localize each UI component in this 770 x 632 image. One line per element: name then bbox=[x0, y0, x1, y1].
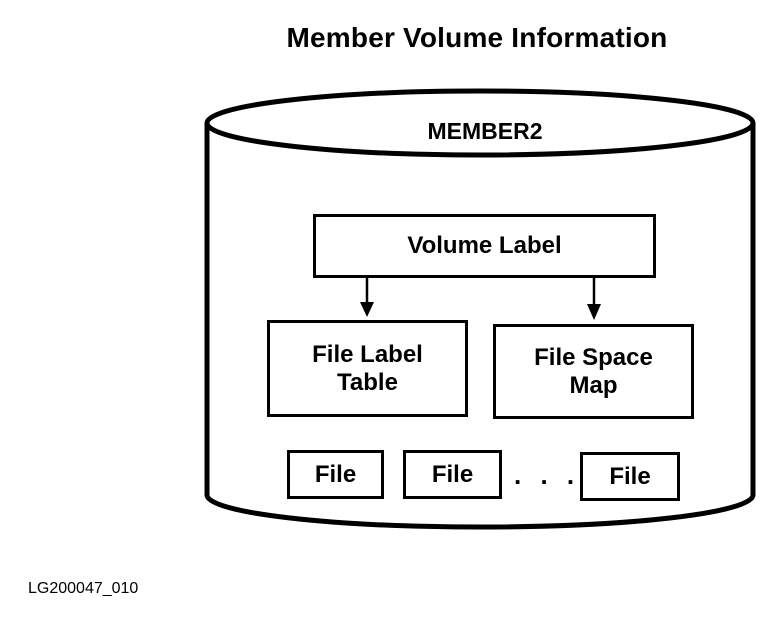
file-space-map-text: File Space Map bbox=[534, 343, 653, 399]
arrowhead-file-space-map bbox=[587, 304, 601, 320]
file-box-3-text: File bbox=[609, 462, 651, 490]
member-volume-label: MEMBER2 bbox=[427, 118, 543, 144]
file-label-table-box: File Label Table bbox=[267, 320, 468, 417]
file-box-2: File bbox=[403, 450, 502, 499]
file-box-1-text: File bbox=[314, 460, 357, 488]
ellipsis: . . . bbox=[514, 460, 581, 490]
file-box-3: File bbox=[580, 452, 680, 501]
file-box-2-text: File bbox=[431, 460, 474, 488]
volume-label-text: Volume Label bbox=[407, 232, 562, 260]
file-label-table-text: File Label Table bbox=[312, 340, 423, 396]
file-space-map-box: File Space Map bbox=[493, 324, 694, 419]
volume-label-box: Volume Label bbox=[313, 214, 656, 278]
file-box-1: File bbox=[287, 450, 384, 499]
diagram-title: Member Volume Information bbox=[286, 22, 668, 53]
figure-id: LG200047_010 bbox=[28, 580, 139, 597]
cylinder-top bbox=[204, 88, 756, 158]
arrowhead-file-label-table bbox=[360, 302, 374, 317]
